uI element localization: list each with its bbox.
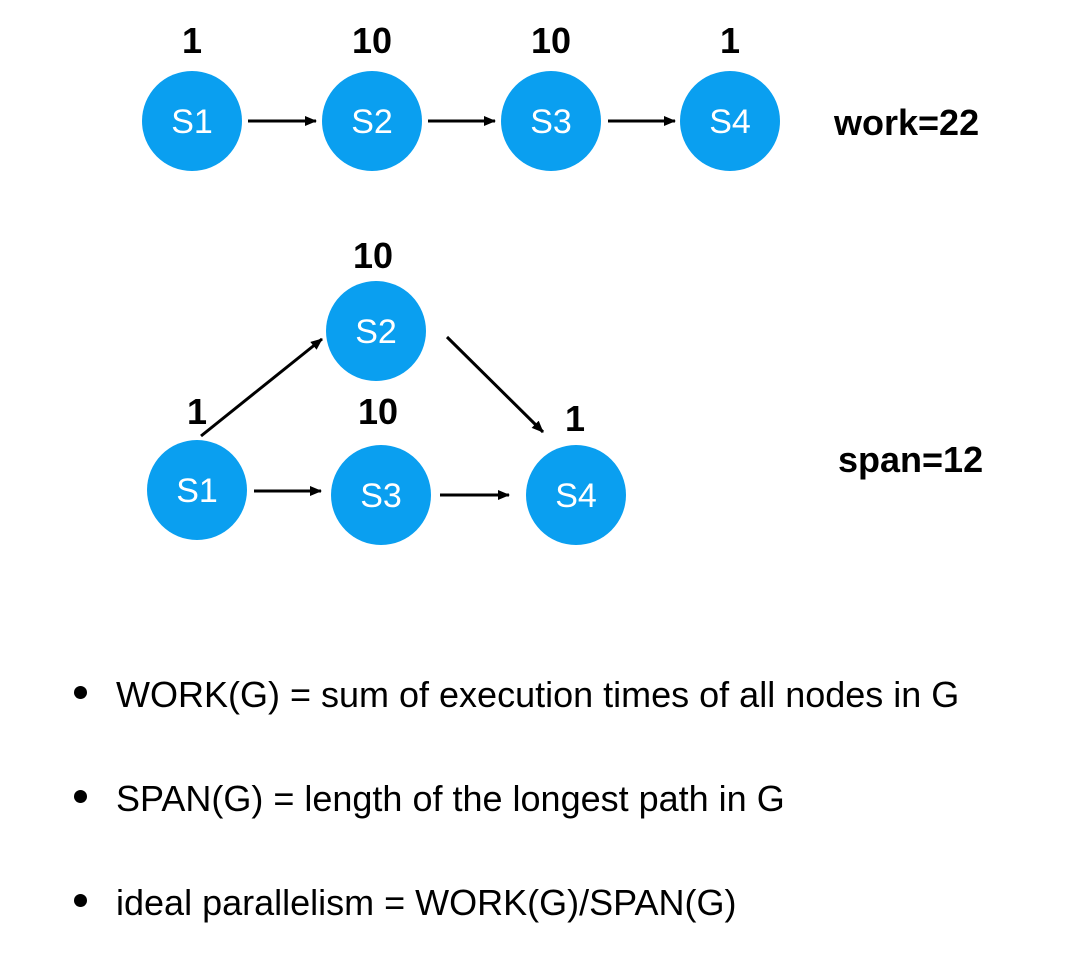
- edge-par-s2-s4: [445, 335, 545, 434]
- seq-node-s1-label: S1: [171, 103, 213, 141]
- seq-node-s2: 10 S2: [322, 20, 422, 171]
- bullet-span-text: SPAN(G) = length of the longest path in …: [116, 778, 785, 819]
- seq-node-s4-cost: 1: [720, 20, 740, 61]
- span-metric: span=12: [838, 439, 983, 480]
- seq-node-s2-cost: 10: [352, 20, 392, 61]
- seq-node-s3-circle: [501, 71, 601, 171]
- seq-node-s1-circle: [142, 71, 242, 171]
- par-node-s1: 1 S1: [147, 391, 247, 540]
- work-metric: work=22: [833, 102, 979, 143]
- seq-node-s3-cost: 10: [531, 20, 571, 61]
- seq-node-s4: 1 S4: [680, 20, 780, 171]
- par-node-s2-circle: [326, 281, 426, 381]
- par-node-s3-cost: 10: [358, 391, 398, 432]
- seq-node-s1-cost: 1: [182, 20, 202, 61]
- par-node-s3-circle: [331, 445, 431, 545]
- par-node-s4-circle: [526, 445, 626, 545]
- par-node-s1-cost: 1: [187, 391, 207, 432]
- par-node-s2-label: S2: [355, 313, 397, 351]
- parallel-graph: 1 S1 10 S2 10 S3 1 S4 span=12: [147, 235, 983, 545]
- seq-node-s2-label: S2: [351, 103, 393, 141]
- edge-par-s1-s2: [200, 337, 323, 438]
- seq-node-s4-label: S4: [709, 103, 751, 141]
- bullet-dot-icon: [74, 686, 87, 699]
- par-node-s3: 10 S3: [331, 391, 431, 545]
- seq-node-s3: 10 S3: [501, 20, 601, 171]
- par-node-s1-circle: [147, 440, 247, 540]
- par-node-s4-label: S4: [555, 477, 597, 515]
- seq-node-s2-circle: [322, 71, 422, 171]
- seq-node-s3-label: S3: [530, 103, 572, 141]
- bullet-dot-icon: [74, 790, 87, 803]
- sequential-graph: 1 S1 10 S2 10 S3 1 S4 work=22: [142, 20, 979, 171]
- bullet-dot-icon: [74, 894, 87, 907]
- par-node-s4-cost: 1: [565, 398, 585, 439]
- par-node-s2-cost: 10: [353, 235, 393, 276]
- seq-node-s1: 1 S1: [142, 20, 242, 171]
- par-node-s4: 1 S4: [526, 398, 626, 545]
- bullet-work-text: WORK(G) = sum of execution times of all …: [116, 674, 960, 715]
- seq-node-s4-circle: [680, 71, 780, 171]
- par-node-s1-label: S1: [176, 472, 218, 510]
- bullet-parallelism-text: ideal parallelism = WORK(G)/SPAN(G): [116, 882, 737, 923]
- par-node-s2: 10 S2: [326, 235, 426, 381]
- par-node-s3-label: S3: [360, 477, 402, 515]
